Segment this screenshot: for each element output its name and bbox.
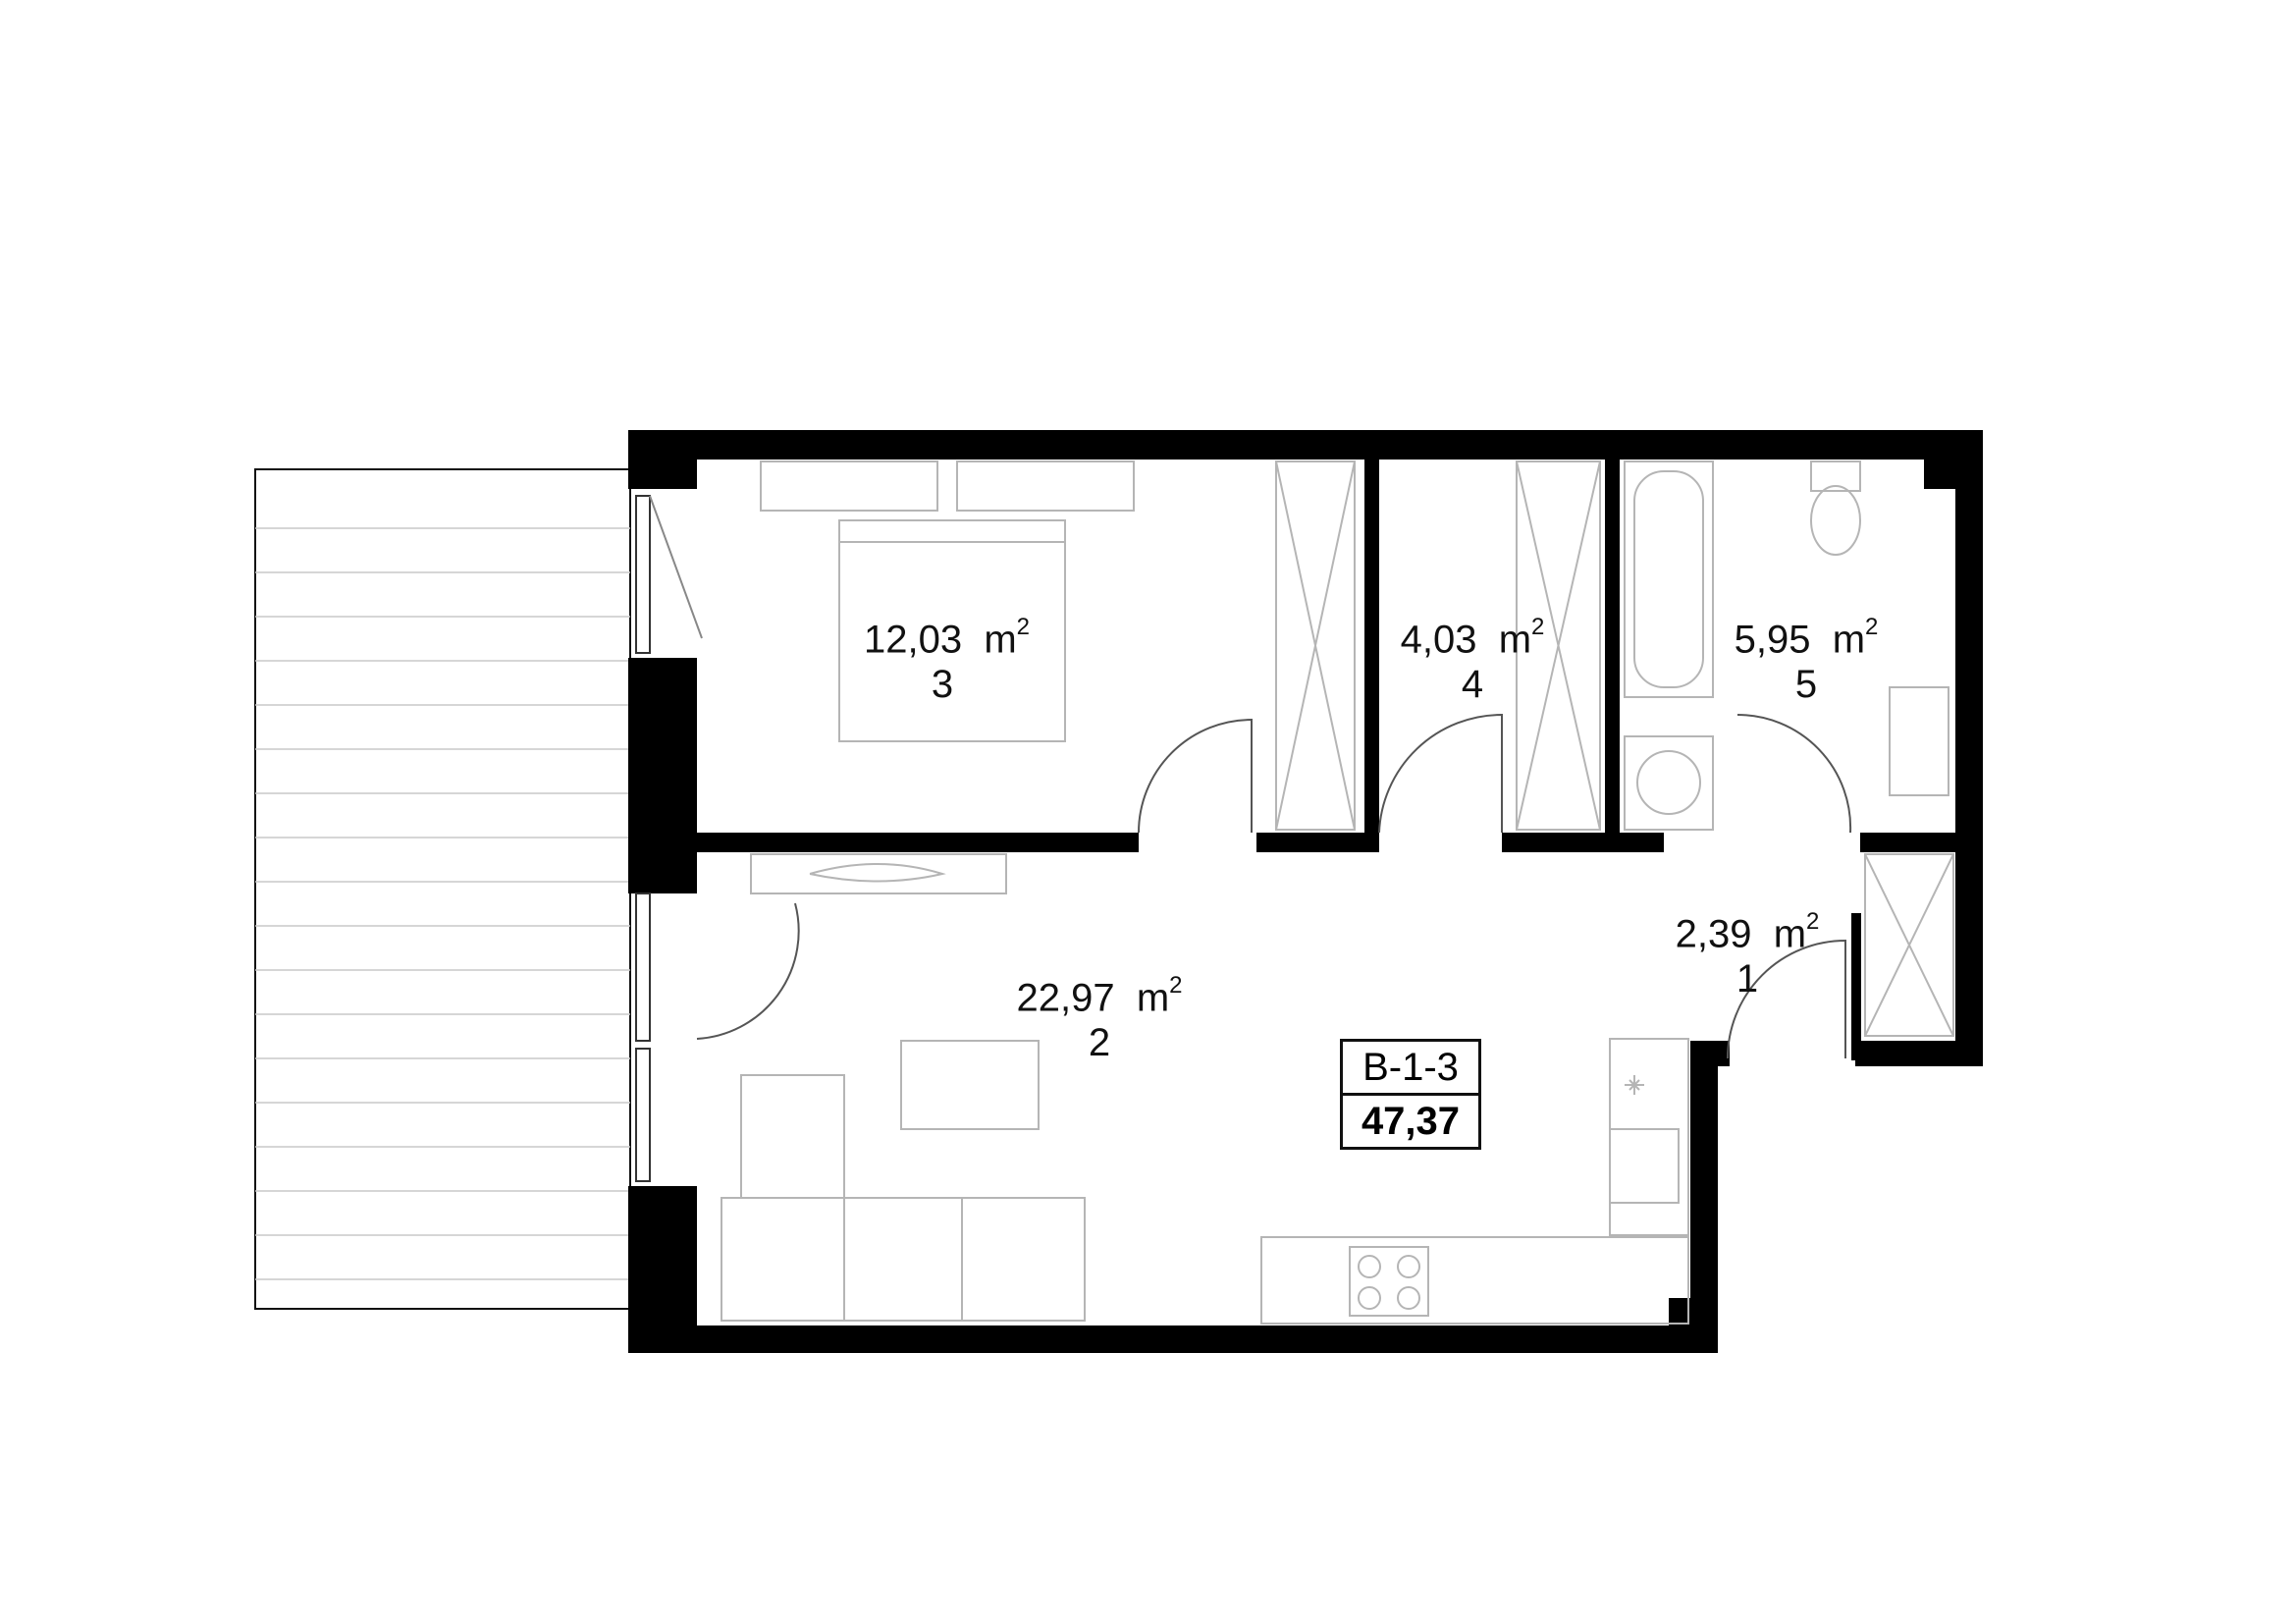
area-unit: m	[1773, 912, 1807, 956]
area-unit-power: 2	[1169, 972, 1183, 999]
room-area: 22,97	[1016, 976, 1115, 1020]
room-number: 5	[1794, 663, 1818, 707]
room-area: 12,03	[864, 618, 963, 662]
room-number: 1	[1735, 957, 1759, 1001]
area-unit-power: 2	[1865, 614, 1879, 640]
room-number: 3	[931, 663, 954, 707]
room-number: 2	[1088, 1021, 1111, 1065]
room-number: 4	[1461, 663, 1484, 707]
room-label-hall: 2,39 m2 1	[1669, 903, 1826, 1001]
furniture	[721, 460, 1954, 1325]
room-area: 4,03	[1400, 618, 1477, 662]
room-label-wardrobe: 4,03 m2 4	[1394, 609, 1551, 707]
balcony	[254, 468, 631, 1310]
unit-code: B-1-3	[1343, 1042, 1478, 1096]
room-area: 5,95	[1734, 618, 1811, 662]
room-label-bedroom: 12,03 m2 3	[864, 609, 1030, 707]
area-unit-power: 2	[1806, 908, 1820, 935]
area-unit: m	[1136, 976, 1170, 1020]
area-unit-power: 2	[1531, 614, 1545, 640]
area-unit: m	[1832, 618, 1866, 662]
area-unit: m	[984, 618, 1017, 662]
unit-total-area: 47,37	[1361, 1100, 1461, 1143]
room-area: 2,39	[1675, 912, 1752, 956]
walls	[628, 430, 1983, 1353]
windows	[635, 495, 703, 1182]
area-unit-power: 2	[1016, 614, 1031, 640]
area-unit: m	[1498, 618, 1532, 662]
room-label-bathroom: 5,95 m2 5	[1728, 609, 1885, 707]
room-label-living: 22,97 m2 2	[1011, 967, 1188, 1065]
unit-summary-box: B-1-3 47,37	[1340, 1039, 1481, 1150]
door-swings	[696, 713, 1852, 1059]
